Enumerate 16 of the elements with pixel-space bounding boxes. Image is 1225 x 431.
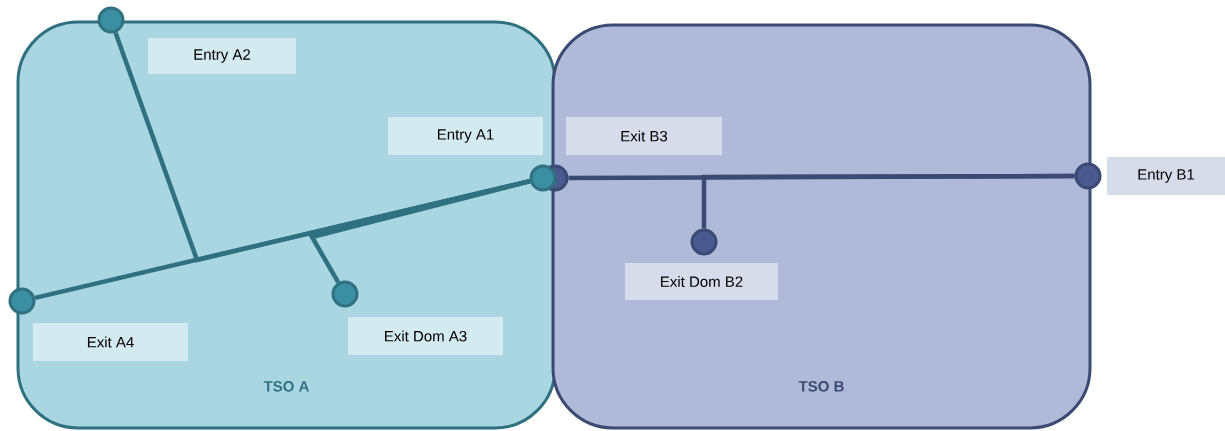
point-marker bbox=[690, 228, 718, 256]
point-label: Entry A1 bbox=[388, 117, 543, 155]
pipeline bbox=[701, 173, 1075, 229]
point-label: Entry B1 bbox=[1107, 157, 1225, 195]
point-label: Exit Dom A3 bbox=[348, 317, 503, 355]
point-label: Exit Dom B2 bbox=[625, 263, 778, 300]
point-marker bbox=[331, 280, 359, 308]
point-marker bbox=[8, 287, 36, 315]
point-marker bbox=[529, 164, 557, 192]
point-label: Entry A2 bbox=[148, 38, 296, 74]
point-marker bbox=[1074, 162, 1102, 190]
point-label: Exit A4 bbox=[33, 323, 188, 361]
point-label: Exit B3 bbox=[566, 117, 722, 155]
point-marker bbox=[97, 6, 125, 34]
pipeline bbox=[113, 31, 531, 263]
pipeline bbox=[308, 179, 531, 284]
